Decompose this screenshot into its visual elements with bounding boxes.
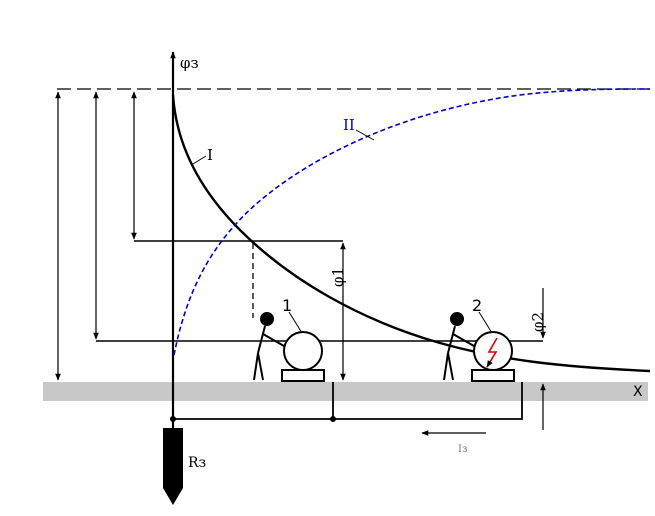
curve-2 — [173, 88, 651, 356]
person-1-label: 1 — [282, 296, 292, 315]
person-1 — [253, 312, 285, 381]
curve-2-label: II — [343, 116, 355, 134]
ground-conductor — [173, 382, 523, 420]
curve-1-label: I — [207, 146, 213, 164]
phi2-label: φ2 — [529, 312, 547, 332]
motor-1-base — [281, 369, 325, 382]
person-1-head — [260, 312, 274, 326]
person-2-leader — [478, 311, 493, 334]
curve-1 — [171, 94, 651, 373]
current-label: Iз — [458, 444, 467, 455]
motor-2-base — [471, 369, 515, 382]
ground-electrode — [163, 428, 183, 505]
junction-dot-mid — [330, 416, 336, 422]
curve-2-leader — [355, 129, 375, 141]
axis-y-label: φз — [180, 54, 199, 72]
motor-2-body — [473, 331, 513, 371]
person-2-label: 2 — [472, 296, 482, 315]
person-2-head — [450, 312, 464, 326]
person-1-leader — [288, 311, 303, 334]
junction-dot-left — [170, 416, 176, 422]
electrode-label: Rз — [188, 455, 206, 471]
motor-1-body — [283, 331, 323, 371]
person-2 — [443, 312, 475, 381]
phi1-label: φ1 — [329, 267, 347, 287]
fault-spark-icon — [486, 337, 498, 368]
curve-1-leader — [192, 155, 207, 165]
equipment-1 — [281, 331, 325, 382]
ground-surface — [43, 382, 648, 401]
equipment-2 — [471, 331, 515, 382]
axis-x-label: X — [633, 384, 643, 400]
